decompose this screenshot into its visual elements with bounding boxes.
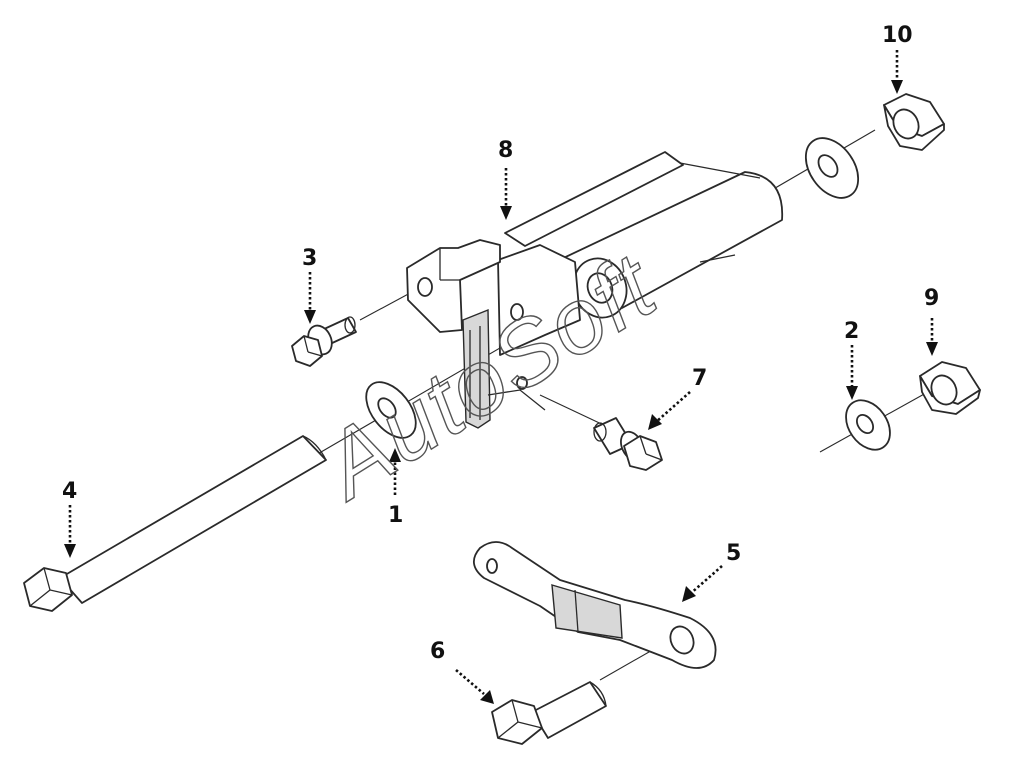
part-5-link-plate: [473, 541, 717, 669]
watermark: AutoSoft: [302, 234, 674, 519]
callout-2: 2: [844, 319, 859, 344]
callout-7: 7: [692, 366, 707, 391]
part-7-flanged-bolt: [593, 417, 663, 471]
callout-5: 5: [726, 541, 741, 566]
callout-arrows: [64, 50, 938, 704]
part-washer-upper: [804, 137, 860, 199]
part-3-flanged-bolt: [291, 316, 357, 367]
callout-labels: 8 3 10 4 1 2 9 7 5 6: [62, 23, 939, 664]
part-6-bolt: [491, 681, 607, 745]
callout-1: 1: [388, 503, 403, 528]
callout-10: 10: [882, 23, 913, 48]
callout-6: 6: [430, 639, 445, 664]
callout-3: 3: [302, 246, 317, 271]
part-2-washer: [845, 399, 891, 451]
part-9-nut: [919, 361, 981, 415]
part-8-bracket: [406, 151, 784, 429]
part-4-long-bolt: [23, 435, 327, 612]
callout-4: 4: [62, 479, 77, 504]
callout-8: 8: [498, 138, 513, 163]
callout-9: 9: [924, 286, 939, 311]
part-10-nut: [883, 93, 945, 151]
part-1-washer: [365, 381, 417, 439]
